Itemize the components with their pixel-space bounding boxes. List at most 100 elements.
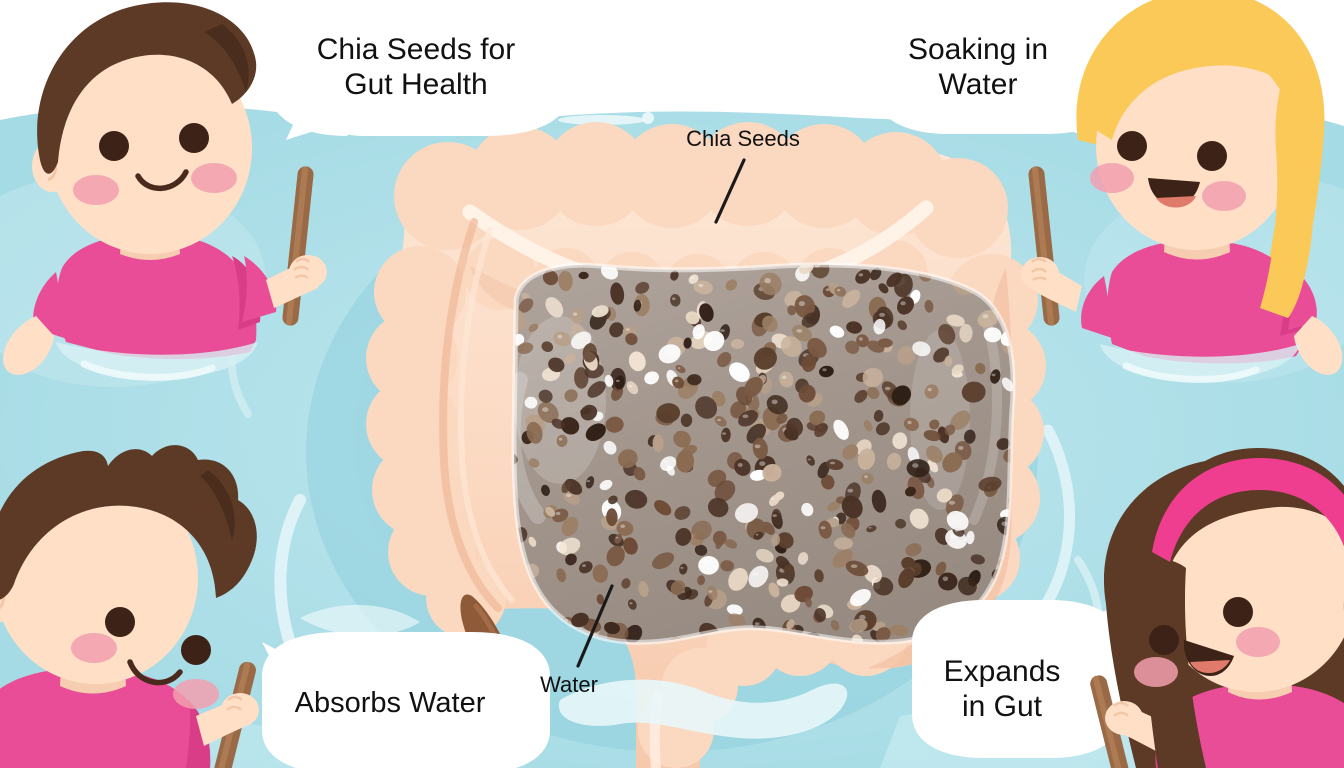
chia-seed xyxy=(893,273,913,298)
chia-seed xyxy=(905,543,922,557)
chia-seed xyxy=(996,438,1010,450)
chia-seed xyxy=(558,270,573,292)
chia-seed xyxy=(866,525,877,533)
chia-seed xyxy=(924,299,934,313)
chia-seed xyxy=(679,563,688,575)
chia-seed xyxy=(889,624,909,637)
chia-seed xyxy=(783,564,795,574)
chia-seed xyxy=(944,424,956,436)
chia-seed xyxy=(693,280,713,295)
chia-seed xyxy=(582,343,597,363)
chia-seed xyxy=(804,597,813,608)
chia-seed xyxy=(694,544,708,556)
chia-seed xyxy=(786,417,804,437)
chia-seed xyxy=(806,455,815,466)
chia-seed-highlight xyxy=(825,288,830,292)
headband-bottom-right xyxy=(1152,458,1344,562)
chia-seed xyxy=(721,427,731,443)
chia-seed xyxy=(670,580,686,596)
hand-bottom-right xyxy=(1105,701,1143,735)
chia-seed xyxy=(977,310,999,328)
colon-diagram xyxy=(366,122,1046,768)
chia-seed xyxy=(834,537,853,550)
hair-front-top-right xyxy=(1095,0,1310,140)
chia-seed xyxy=(565,553,577,566)
chia-seed xyxy=(608,495,618,505)
chia-seed xyxy=(556,434,568,447)
chia-seed xyxy=(849,618,868,633)
chia-seed xyxy=(819,365,834,378)
chia-seed xyxy=(624,624,643,643)
chia-seed xyxy=(599,479,613,491)
shirt-bottom-left xyxy=(0,667,209,768)
chia-seed xyxy=(728,613,746,628)
chia-seed xyxy=(626,381,639,395)
speech-bubble-soaking-text: Soaking in Water xyxy=(907,33,1049,102)
chia-seed xyxy=(571,331,592,350)
chia-seed xyxy=(841,495,863,519)
chia-seed xyxy=(552,508,569,523)
chia-seed-highlight xyxy=(759,461,766,466)
chia-seed xyxy=(961,381,986,403)
chia-seed xyxy=(797,552,809,565)
chia-seed xyxy=(673,430,691,448)
eye-left-bottom-right xyxy=(1149,625,1179,655)
chia-seed xyxy=(670,294,681,307)
cheek-left-bottom-left xyxy=(71,633,117,663)
cheek-left-top-left xyxy=(73,175,119,205)
chia-seed-highlight xyxy=(884,386,891,391)
chia-seed xyxy=(703,330,725,352)
chia-seed xyxy=(845,560,869,577)
chia-seed-highlight xyxy=(900,301,906,306)
chia-seed xyxy=(688,274,699,285)
chia-seed xyxy=(624,489,648,509)
chia-seed xyxy=(990,369,1001,384)
chia-seed xyxy=(787,305,796,316)
chia-seed-highlight xyxy=(847,488,854,493)
chia-seed xyxy=(528,323,539,332)
chia-seed xyxy=(786,619,795,630)
chia-seed xyxy=(542,270,559,286)
foam-around-rectum xyxy=(558,679,848,739)
chia-seed xyxy=(801,312,820,328)
chia-seed xyxy=(596,594,604,605)
chia-seed xyxy=(909,508,929,529)
chia-seed xyxy=(638,580,649,598)
chia-seed xyxy=(644,371,659,385)
water-streak xyxy=(558,115,646,125)
chia-seed xyxy=(614,533,623,544)
speech-bubble-absorbs-text: Absorbs Water xyxy=(294,687,486,719)
chia-seed xyxy=(957,576,977,596)
chia-seed-highlight xyxy=(858,273,864,277)
eye-left-top-right xyxy=(1117,131,1147,161)
chia-seed-highlight xyxy=(796,329,803,333)
speech-bubble-absorbs-shape xyxy=(262,632,550,768)
eye-right-top-left xyxy=(179,123,209,153)
chia-seed xyxy=(728,567,748,591)
chia-seed xyxy=(738,410,759,427)
chia-seed xyxy=(707,497,729,518)
chia-seed-highlight xyxy=(958,446,964,450)
chia-seed xyxy=(691,520,712,541)
chia-seed xyxy=(830,620,840,631)
chia-seed-highlight xyxy=(582,564,586,567)
chia-seed xyxy=(614,375,625,390)
chia-seed xyxy=(541,341,554,353)
chia-seed-highlight xyxy=(615,379,620,383)
chia-seed xyxy=(897,296,914,315)
chia-seed xyxy=(846,321,863,334)
chia-seed xyxy=(564,389,578,402)
chia-seed-highlight xyxy=(982,314,989,319)
colon-taenia-left-hi xyxy=(458,227,515,603)
chia-seed xyxy=(766,395,788,415)
chia-seed xyxy=(905,486,916,497)
chia-seed-highlight xyxy=(781,375,787,379)
chia-seed xyxy=(707,585,718,601)
chia-seed-highlight xyxy=(950,534,957,539)
chia-seed-highlight xyxy=(807,458,811,461)
character-girl-bottom-right xyxy=(1090,448,1344,768)
chia-seed xyxy=(780,594,801,613)
chia-seed xyxy=(570,308,584,324)
water-bubble xyxy=(642,112,654,124)
chia-seed xyxy=(912,341,931,357)
